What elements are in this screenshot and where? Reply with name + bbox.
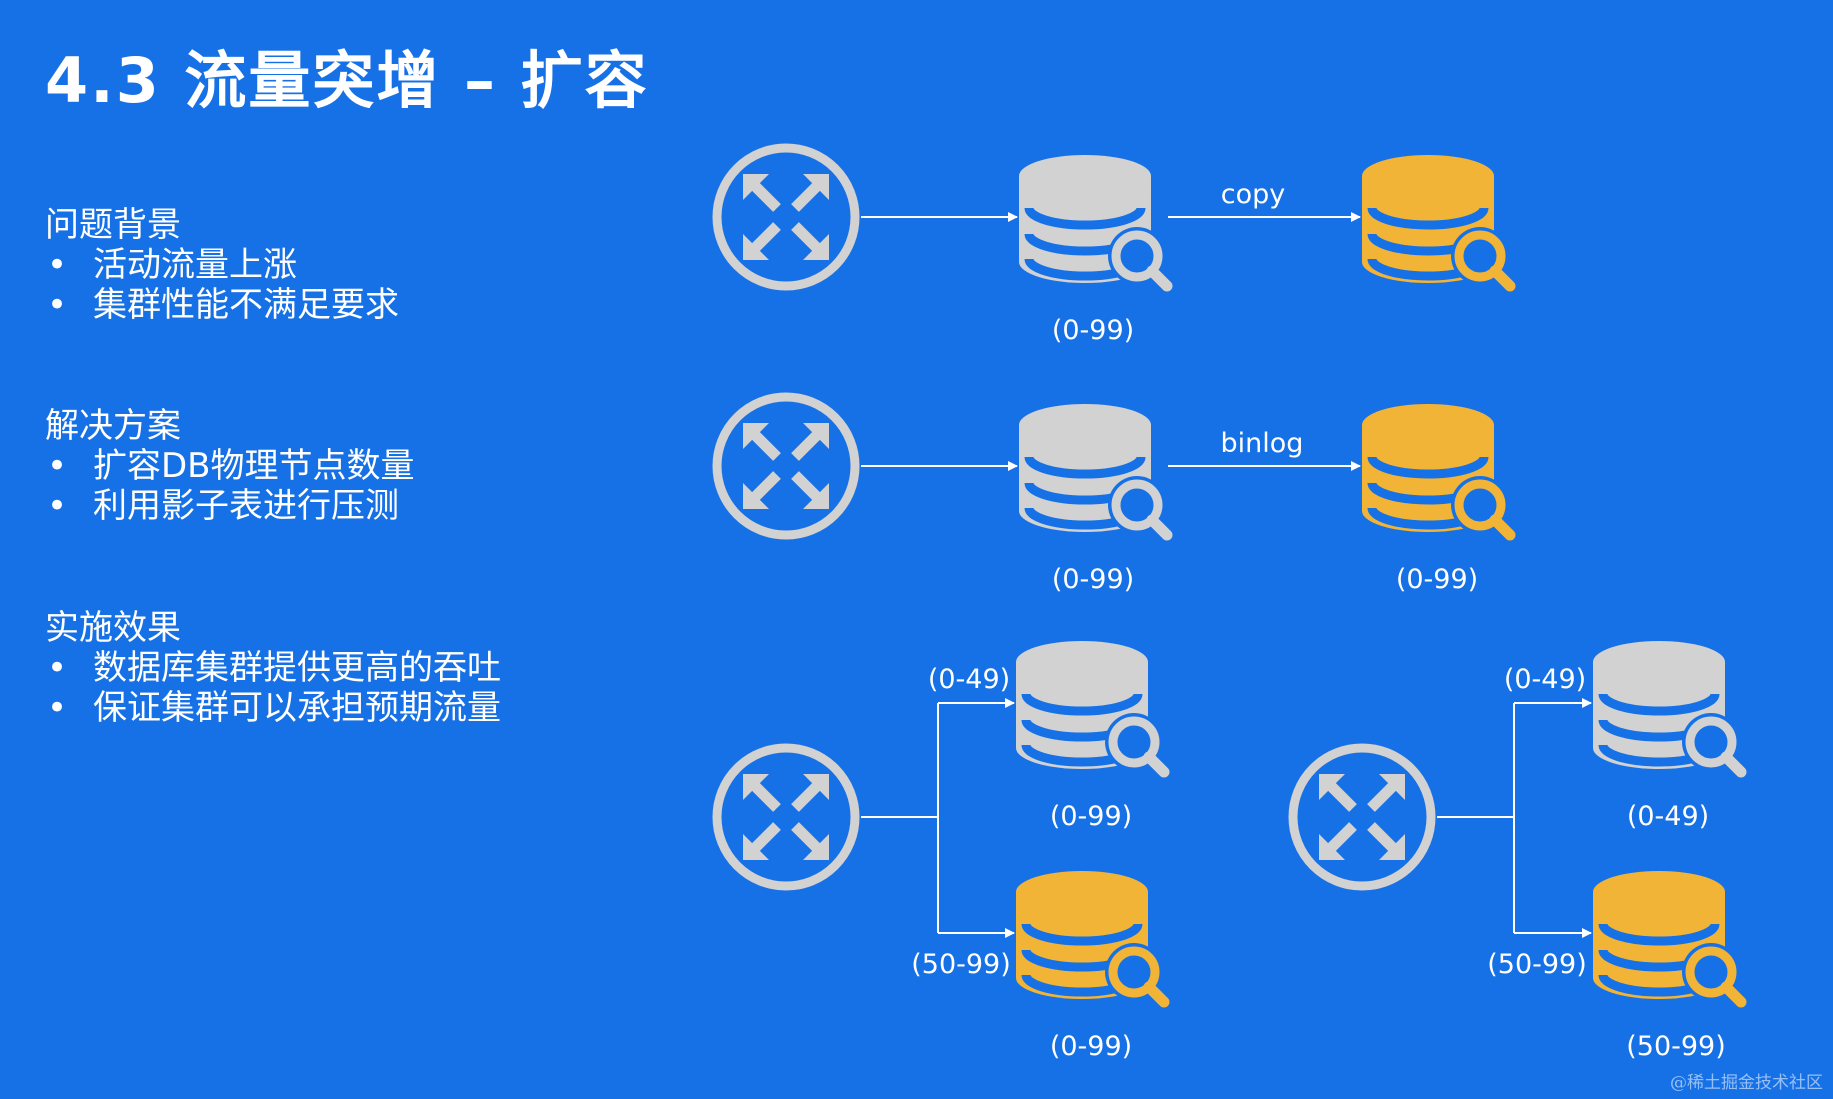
range-label: (0-49) — [1627, 801, 1709, 832]
database-icon-orange — [1593, 871, 1747, 1008]
bullet-dot: • — [47, 688, 68, 728]
bullet-dot: • — [47, 285, 68, 325]
connector-lines — [861, 212, 1592, 938]
bullet-dot: • — [47, 648, 68, 688]
router-icon — [717, 748, 855, 886]
database-icon-orange — [1016, 871, 1170, 1008]
flow-line — [1437, 703, 1515, 818]
bullet-item: •集群性能不满足要求 — [47, 285, 399, 325]
magnifier-icon — [1682, 943, 1747, 1008]
binlog-arrow-label: binlog — [1221, 428, 1304, 459]
database-icon-orange — [1362, 404, 1516, 541]
diagram-nodes — [717, 148, 1747, 1008]
range-label: (0-99) — [1052, 564, 1134, 595]
bullet-item: •利用影子表进行压测 — [47, 486, 399, 526]
bullet-item: •数据库集群提供更高的吞吐 — [47, 648, 501, 688]
bullet-dot: • — [47, 245, 68, 285]
database-icon-gray — [1019, 404, 1173, 541]
magnifier-icon — [1105, 943, 1170, 1008]
watermark: @稀土掘金技术社区 — [1670, 1073, 1823, 1093]
database-icon-gray — [1016, 641, 1170, 778]
magnifier-icon — [1682, 713, 1747, 778]
branch-label: (50-99) — [1487, 949, 1587, 980]
magnifier-icon — [1451, 227, 1516, 292]
branch-label: (50-99) — [911, 949, 1011, 980]
section-heading: 问题背景 — [45, 205, 181, 245]
database-icon-gray — [1019, 155, 1173, 292]
bullet-item: •扩容DB物理节点数量 — [47, 446, 415, 486]
bullet-item: •保证集群可以承担预期流量 — [47, 688, 501, 728]
range-label: (50-99) — [1626, 1031, 1726, 1062]
bullet-dot: • — [47, 446, 68, 486]
range-label: (0-99) — [1050, 1031, 1132, 1062]
bullet-item: •活动流量上涨 — [47, 245, 297, 285]
section-result: 实施效果 •数据库集群提供更高的吞吐 •保证集群可以承担预期流量 — [45, 608, 501, 728]
magnifier-icon — [1105, 713, 1170, 778]
section-heading: 解决方案 — [45, 406, 181, 446]
router-icon — [717, 148, 855, 286]
magnifier-icon — [1108, 476, 1173, 541]
router-icon — [1293, 748, 1431, 886]
range-label: (0-99) — [1052, 315, 1134, 346]
section-heading: 实施效果 — [45, 608, 181, 648]
copy-arrow-label: copy — [1221, 179, 1286, 210]
slide-title: 4.3 流量突增 – 扩容 — [45, 44, 649, 117]
database-icon-orange — [1362, 155, 1516, 292]
magnifier-icon — [1451, 476, 1516, 541]
flow-line — [861, 703, 939, 818]
section-solution: 解决方案 •扩容DB物理节点数量 •利用影子表进行压测 — [45, 406, 415, 526]
range-label: (0-99) — [1396, 564, 1478, 595]
branch-label: (0-49) — [1504, 664, 1586, 695]
magnifier-icon — [1108, 227, 1173, 292]
range-label: (0-99) — [1050, 801, 1132, 832]
router-icon — [717, 397, 855, 535]
database-icon-gray — [1593, 641, 1747, 778]
section-background: 问题背景 •活动流量上涨 •集群性能不满足要求 — [45, 205, 399, 325]
branch-label: (0-49) — [928, 664, 1010, 695]
bullet-dot: • — [47, 486, 68, 526]
